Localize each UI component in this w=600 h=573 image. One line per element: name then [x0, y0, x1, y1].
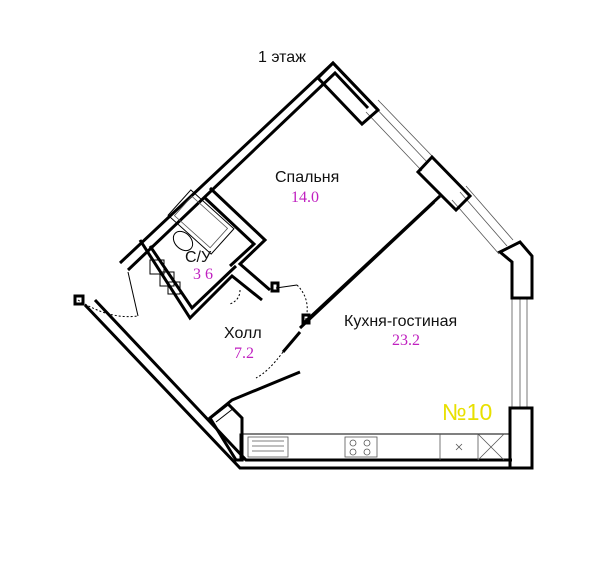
- partitions: [209, 194, 442, 423]
- room-name-hall: Холл: [224, 325, 262, 342]
- bathroom-walls: [138, 186, 271, 321]
- wall-piers: [315, 60, 534, 470]
- doors: [73, 271, 311, 379]
- floor-label: 1 этаж: [258, 49, 306, 66]
- room-area-kitchen-living: 23.2: [392, 332, 420, 349]
- room-area-bathroom: 3 6: [193, 266, 213, 283]
- hall-pier: [208, 402, 244, 462]
- apartment-number: №10: [442, 399, 492, 425]
- room-area-hall: 7.2: [234, 345, 254, 362]
- room-area-bedroom: 14.0: [291, 189, 319, 206]
- room-name-bedroom: Спальня: [275, 169, 339, 186]
- kitchen-counter: [239, 433, 511, 461]
- room-name-kitchen-living: Кухня-гостиная: [344, 313, 457, 330]
- room-name-bathroom: С/У: [185, 249, 212, 266]
